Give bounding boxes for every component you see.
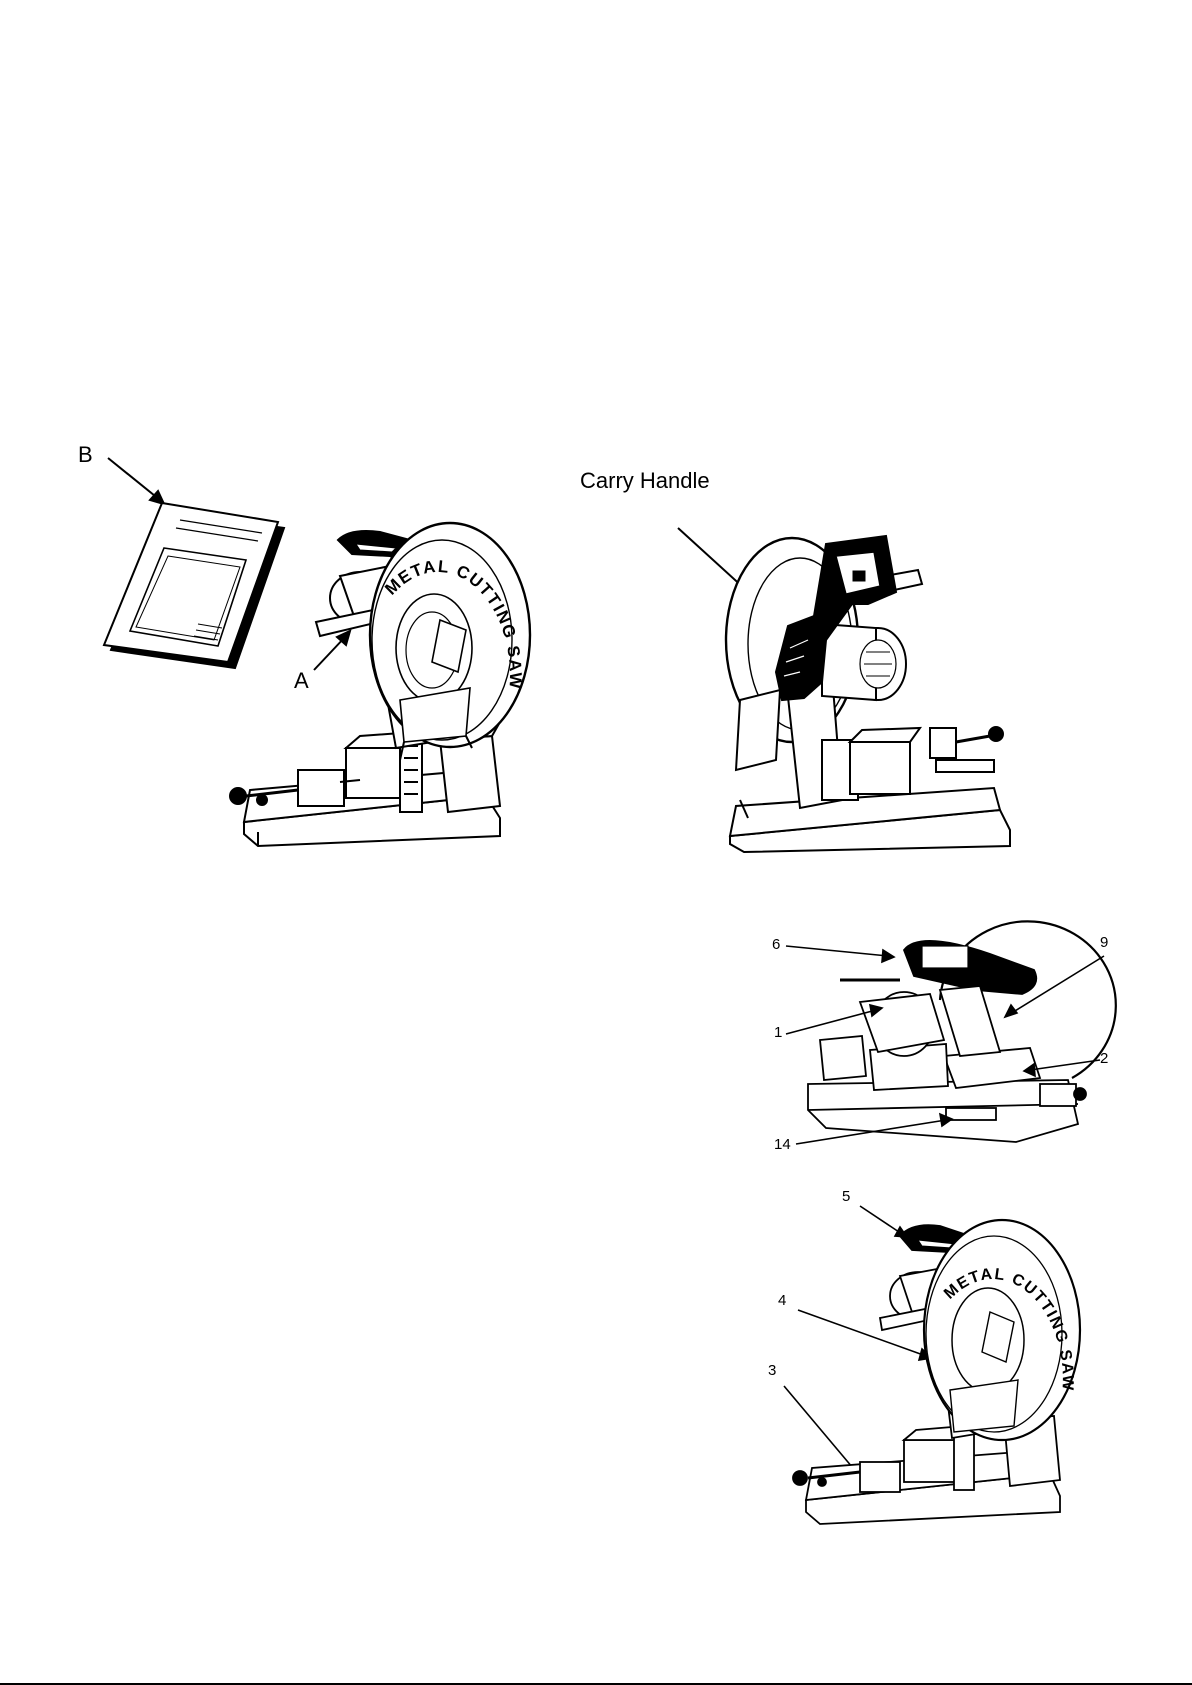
callout-6: 6 <box>772 936 780 953</box>
saw-front-illustration <box>230 523 530 846</box>
callout-9: 9 <box>1100 934 1108 951</box>
saw-front-callout-illustration <box>793 1220 1080 1524</box>
saw-rear-illustration <box>726 536 1010 852</box>
saw-top-illustration <box>808 921 1116 1142</box>
callout-4: 4 <box>778 1292 786 1309</box>
leader-arrow-5 <box>860 1206 907 1237</box>
instruction-manual-icon <box>104 503 284 668</box>
callout-3: 3 <box>768 1362 776 1379</box>
callout-1: 1 <box>774 1024 782 1041</box>
callout-5: 5 <box>842 1188 850 1205</box>
leader-arrow-b <box>108 458 164 504</box>
callout-14: 14 <box>774 1136 791 1153</box>
carry-handle-label: Carry Handle <box>580 468 710 494</box>
callout-2: 2 <box>1100 1050 1108 1067</box>
